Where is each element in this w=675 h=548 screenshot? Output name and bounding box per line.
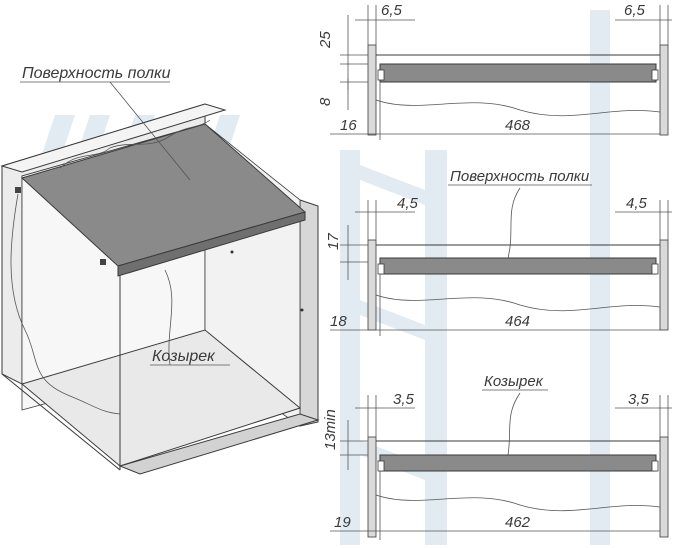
s1-gap-left: 6,5: [381, 2, 403, 19]
s2-width: 464: [505, 313, 530, 330]
visor-label-iso: Козырек: [152, 348, 216, 365]
cable: [10, 193, 121, 415]
section-3: [330, 389, 672, 540]
section-1: [330, 5, 672, 140]
s3-gap-left: 3,5: [393, 391, 415, 408]
s1-offset: 16: [340, 117, 357, 134]
section-2: [330, 184, 672, 336]
s3-width: 462: [505, 514, 531, 531]
s2-height: 17: [325, 233, 342, 250]
s2-offset: 18: [330, 313, 347, 330]
shelf-surface-label-section: Поверхность полки: [450, 168, 590, 185]
s1-height-mid: 8: [317, 97, 334, 106]
shelf-front-visor: [117, 211, 306, 277]
s3-offset: 19: [334, 514, 351, 531]
cabinet-bottom-edge: [118, 413, 320, 475]
visor-label-section: Козырек: [484, 373, 544, 390]
s1-height-top: 25: [317, 31, 334, 49]
cabinet-top-edge: [0, 103, 227, 173]
s2-gap-right: 4,5: [626, 195, 648, 212]
s2-gap-left: 4,5: [397, 195, 419, 212]
s1-gap-right: 6,5: [624, 2, 646, 19]
cabinet-right-panel: [299, 199, 319, 427]
shelf-surface-label-iso: Поверхность полки: [22, 65, 171, 82]
cabinet-bottom-panel: [20, 329, 302, 467]
s3-height: 13min: [322, 409, 339, 450]
cabinet-isometric: [0, 103, 320, 475]
s1-width: 468: [505, 117, 531, 134]
s3-gap-right: 3,5: [628, 391, 650, 408]
